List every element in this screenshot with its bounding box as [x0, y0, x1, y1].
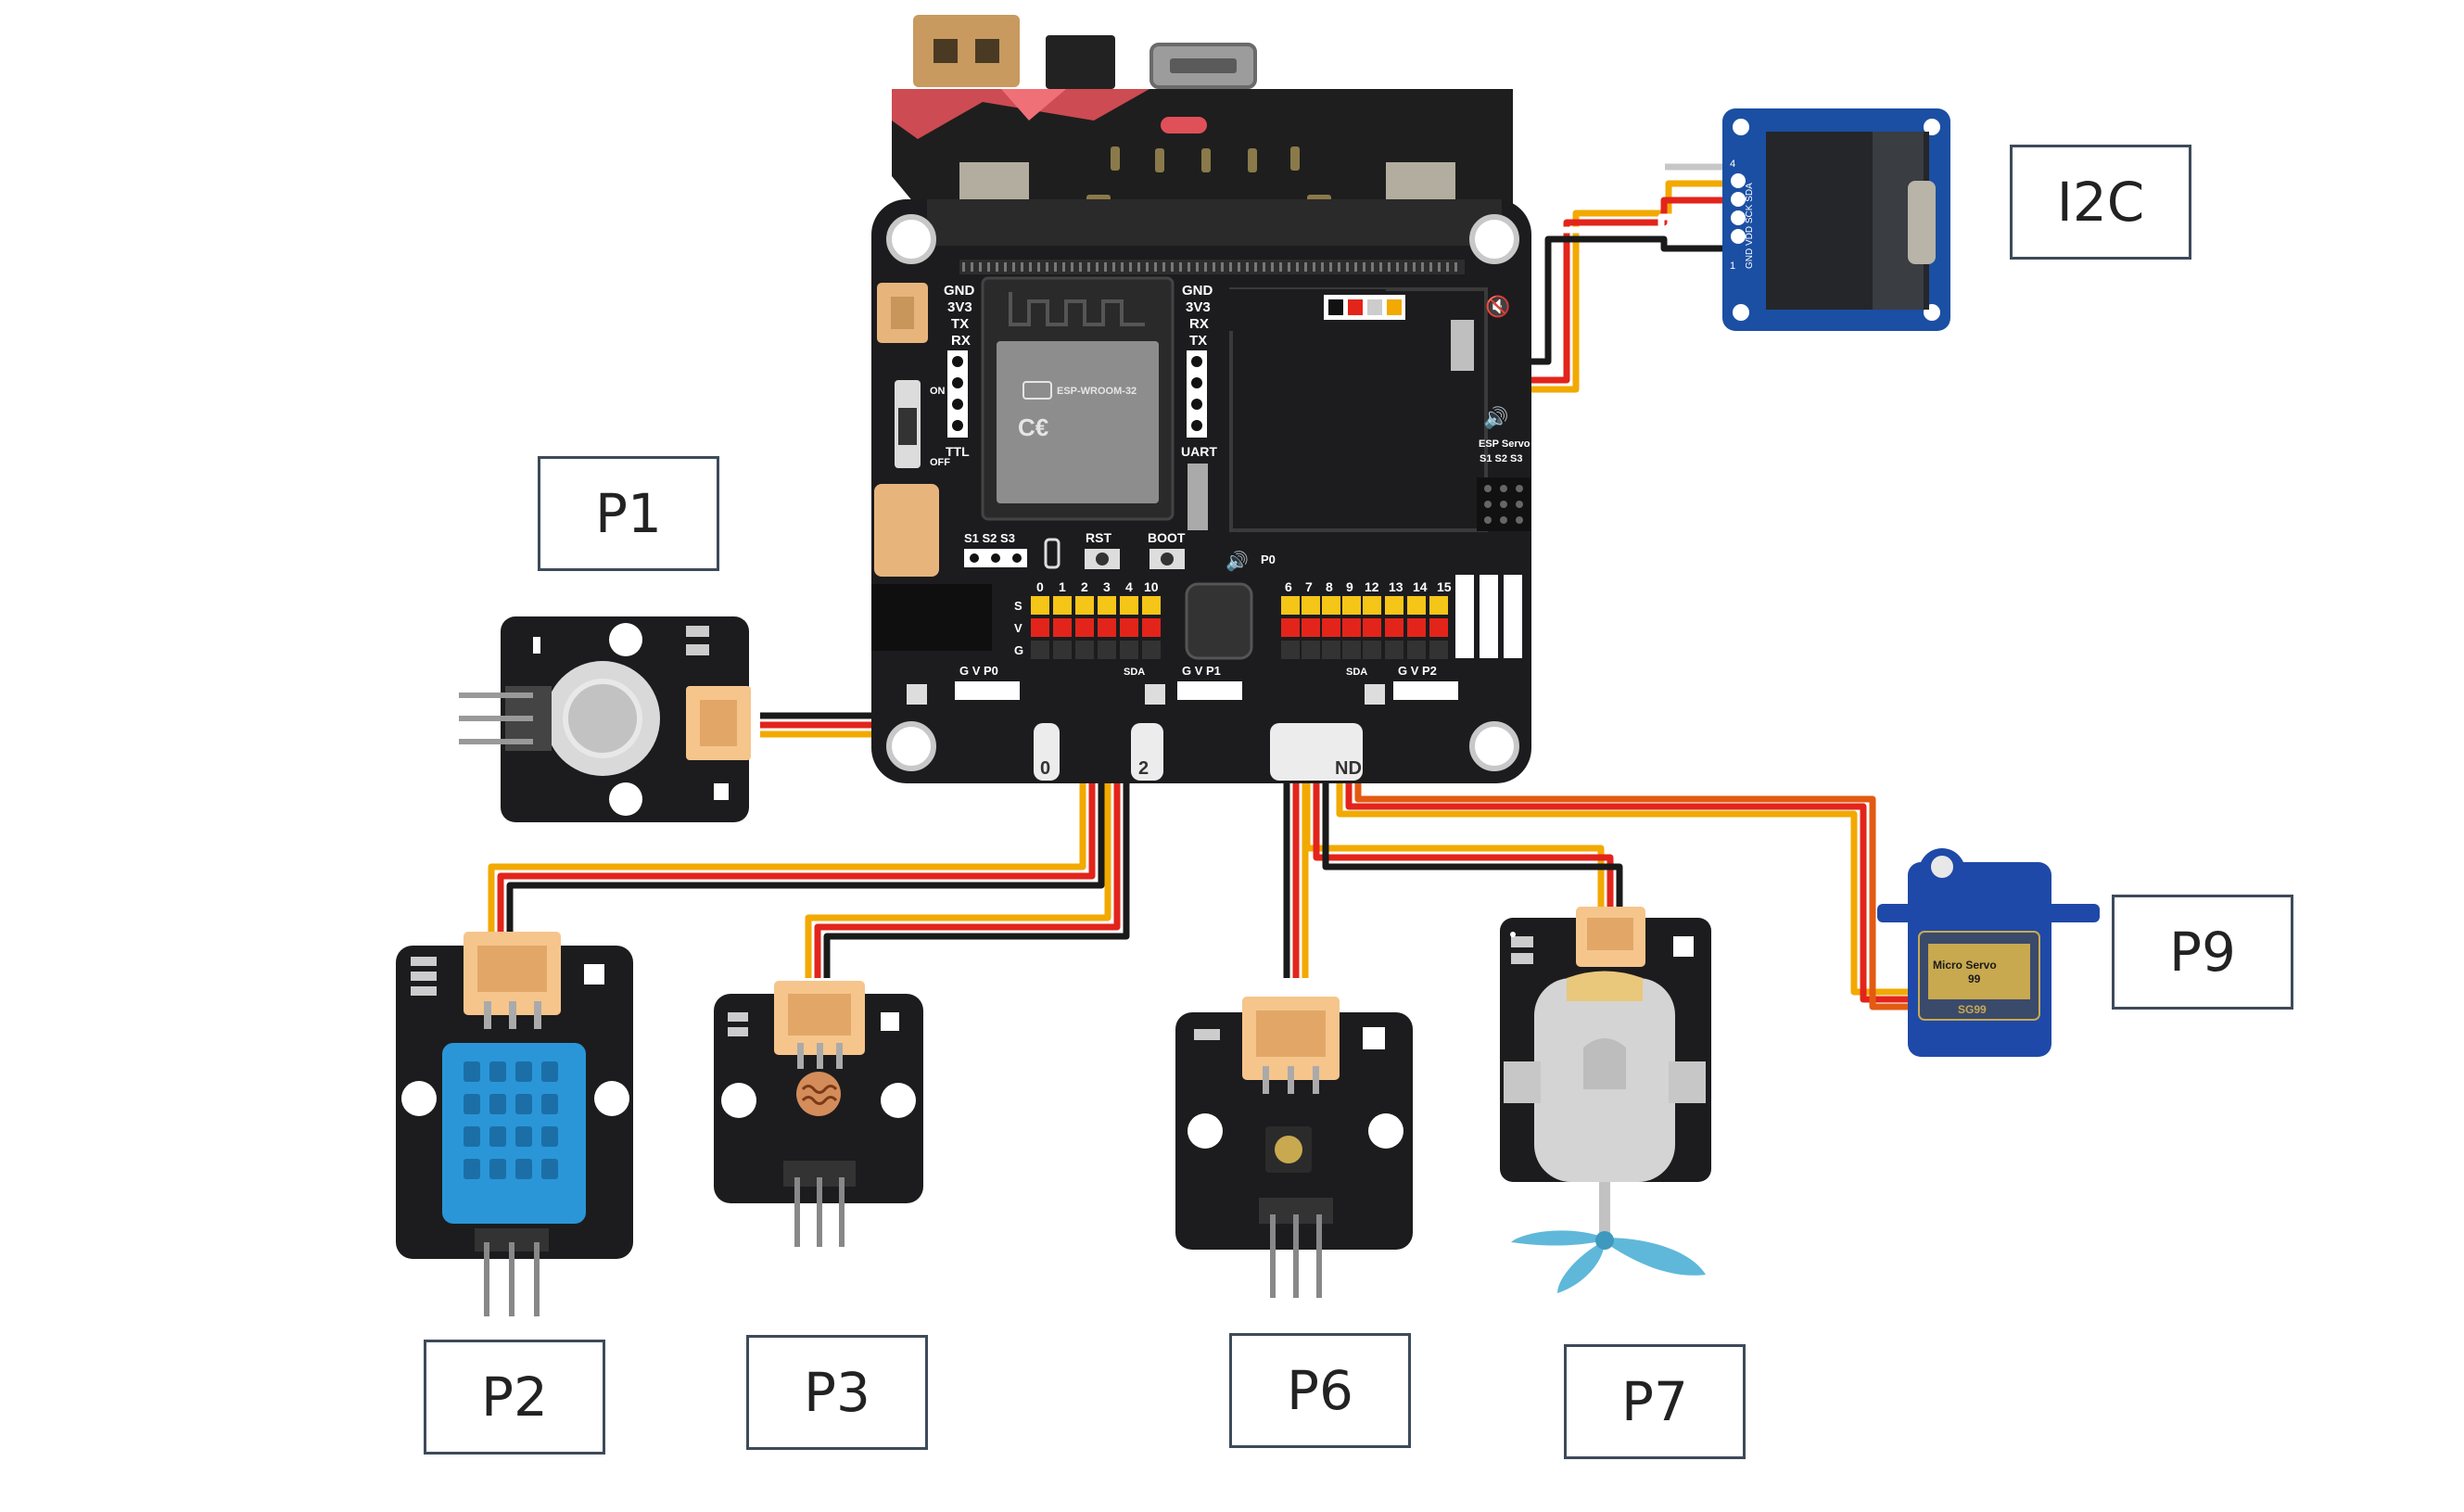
p2-dht11-sensor — [396, 932, 633, 1316]
svg-text:8: 8 — [1326, 579, 1333, 594]
svg-text:2: 2 — [1081, 579, 1088, 594]
svg-text:3V3: 3V3 — [1186, 299, 1211, 315]
esp-servo-label: ESP Servo — [1479, 438, 1530, 450]
svg-text:SDA: SDA — [1124, 667, 1145, 678]
servo-label: Micro Servo — [1933, 959, 1997, 972]
svg-text:14: 14 — [1413, 579, 1428, 594]
svg-text:SDA: SDA — [1346, 667, 1367, 678]
svg-text:RX: RX — [951, 333, 971, 349]
p1-gas-sensor — [459, 616, 751, 822]
svg-text:G V P1: G V P1 — [1182, 664, 1221, 678]
svg-text:1: 1 — [1059, 579, 1066, 594]
boot-label: BOOT — [1148, 530, 1186, 545]
svg-text:12: 12 — [1365, 579, 1379, 594]
svg-text:G: G — [1014, 643, 1023, 657]
svg-text:6: 6 — [1285, 579, 1292, 594]
svg-text:9: 9 — [1346, 579, 1353, 594]
microbit-leds — [1086, 146, 1331, 203]
module-name: ESP-WROOM-32 — [1057, 386, 1137, 397]
label-p7: P7 — [1564, 1344, 1746, 1459]
p0-speaker-label: P0 — [1261, 553, 1276, 566]
svg-text:S1 S2 S3: S1 S2 S3 — [1480, 453, 1522, 464]
p9-servo-motor: Micro Servo 99 SG99 — [1877, 848, 2100, 1057]
label-p2-text: P2 — [481, 1366, 548, 1429]
svg-text:C€: C€ — [1018, 413, 1048, 441]
svg-text:🔊: 🔊 — [1483, 405, 1508, 430]
svg-text:G V P2: G V P2 — [1398, 664, 1437, 678]
label-p3-text: P3 — [804, 1361, 870, 1424]
p7-fan-motor-module — [1500, 907, 1711, 1293]
svg-text:2: 2 — [1138, 758, 1149, 779]
rst-label: RST — [1086, 530, 1111, 545]
label-i2c-text: I2C — [2056, 171, 2145, 234]
svg-text:S: S — [1014, 599, 1022, 613]
svg-text:🔇: 🔇 — [1485, 295, 1510, 318]
reset-button — [1046, 35, 1115, 89]
label-p1: P1 — [538, 456, 719, 571]
esp32-module: ESP-WROOM-32 C€ — [981, 276, 1175, 521]
battery-connector — [913, 15, 1020, 87]
oled-pin-labels: GND VDD SCK SDA — [1745, 183, 1755, 269]
mounting-holes — [886, 214, 1519, 771]
svg-text:13: 13 — [1389, 579, 1403, 594]
p3-light-sensor — [714, 981, 923, 1247]
svg-text:V: V — [1014, 621, 1022, 635]
svg-text:TX: TX — [951, 316, 969, 332]
label-p2: P2 — [424, 1340, 605, 1455]
svg-text:S1 S2 S3: S1 S2 S3 — [964, 531, 1015, 545]
label-p9-text: P9 — [2169, 921, 2236, 984]
svg-text:TX: TX — [1189, 333, 1207, 349]
svg-text:RX: RX — [1189, 316, 1209, 332]
label-i2c: I2C — [2010, 145, 2191, 260]
svg-text:ND: ND — [1335, 758, 1362, 779]
label-p9: P9 — [2112, 895, 2293, 1010]
svg-text:🔊: 🔊 — [1226, 550, 1249, 572]
edge-connector-slot — [959, 260, 1465, 274]
svg-text:3: 3 — [1103, 579, 1111, 594]
servo-model: SG99 — [1958, 1003, 1987, 1016]
fan-blades — [1511, 1230, 1706, 1293]
label-p3: P3 — [746, 1335, 928, 1450]
edge-pads: 0 2 ND — [1034, 723, 1363, 781]
label-p1-text: P1 — [595, 482, 662, 545]
svg-text:0: 0 — [1036, 579, 1044, 594]
svg-text:0: 0 — [1040, 758, 1050, 779]
svg-text:GND: GND — [944, 283, 975, 299]
oled-display-module: GND VDD SCK SDA 4 1 — [1722, 108, 1950, 331]
on-label: ON — [930, 386, 946, 397]
uart-label: UART — [1181, 444, 1217, 459]
svg-text:G V P0: G V P0 — [959, 664, 998, 678]
label-p6: P6 — [1229, 1333, 1411, 1448]
svg-text:15: 15 — [1437, 579, 1452, 594]
off-label: OFF — [930, 457, 950, 468]
svg-text:3V3: 3V3 — [947, 299, 972, 315]
pin-header-a: 0 1 2 3 4 10 S V G — [1014, 579, 1161, 659]
label-p7-text: P7 — [1621, 1370, 1688, 1433]
svg-text:99: 99 — [1968, 972, 1981, 985]
expansion-board: ON OFF GND 3V3 TX RX TTL GND 3V3 RX TX U… — [871, 15, 1531, 783]
right-uart-header: GND 3V3 RX TX UART — [1181, 283, 1217, 530]
ttl-label: TTL — [946, 444, 970, 459]
svg-text:4: 4 — [1730, 159, 1735, 170]
left-uart-header: GND 3V3 TX RX TTL — [944, 283, 975, 459]
p6-led-module — [1175, 997, 1413, 1298]
label-p6-text: P6 — [1287, 1359, 1353, 1422]
svg-text:1: 1 — [1730, 260, 1735, 272]
svg-text:10: 10 — [1144, 579, 1159, 594]
pin-header-b: 6 7 8 9 12 13 14 15 — [1281, 575, 1522, 659]
svg-text:7: 7 — [1305, 579, 1313, 594]
svg-text:4: 4 — [1125, 579, 1133, 594]
svg-text:GND: GND — [1182, 283, 1213, 299]
